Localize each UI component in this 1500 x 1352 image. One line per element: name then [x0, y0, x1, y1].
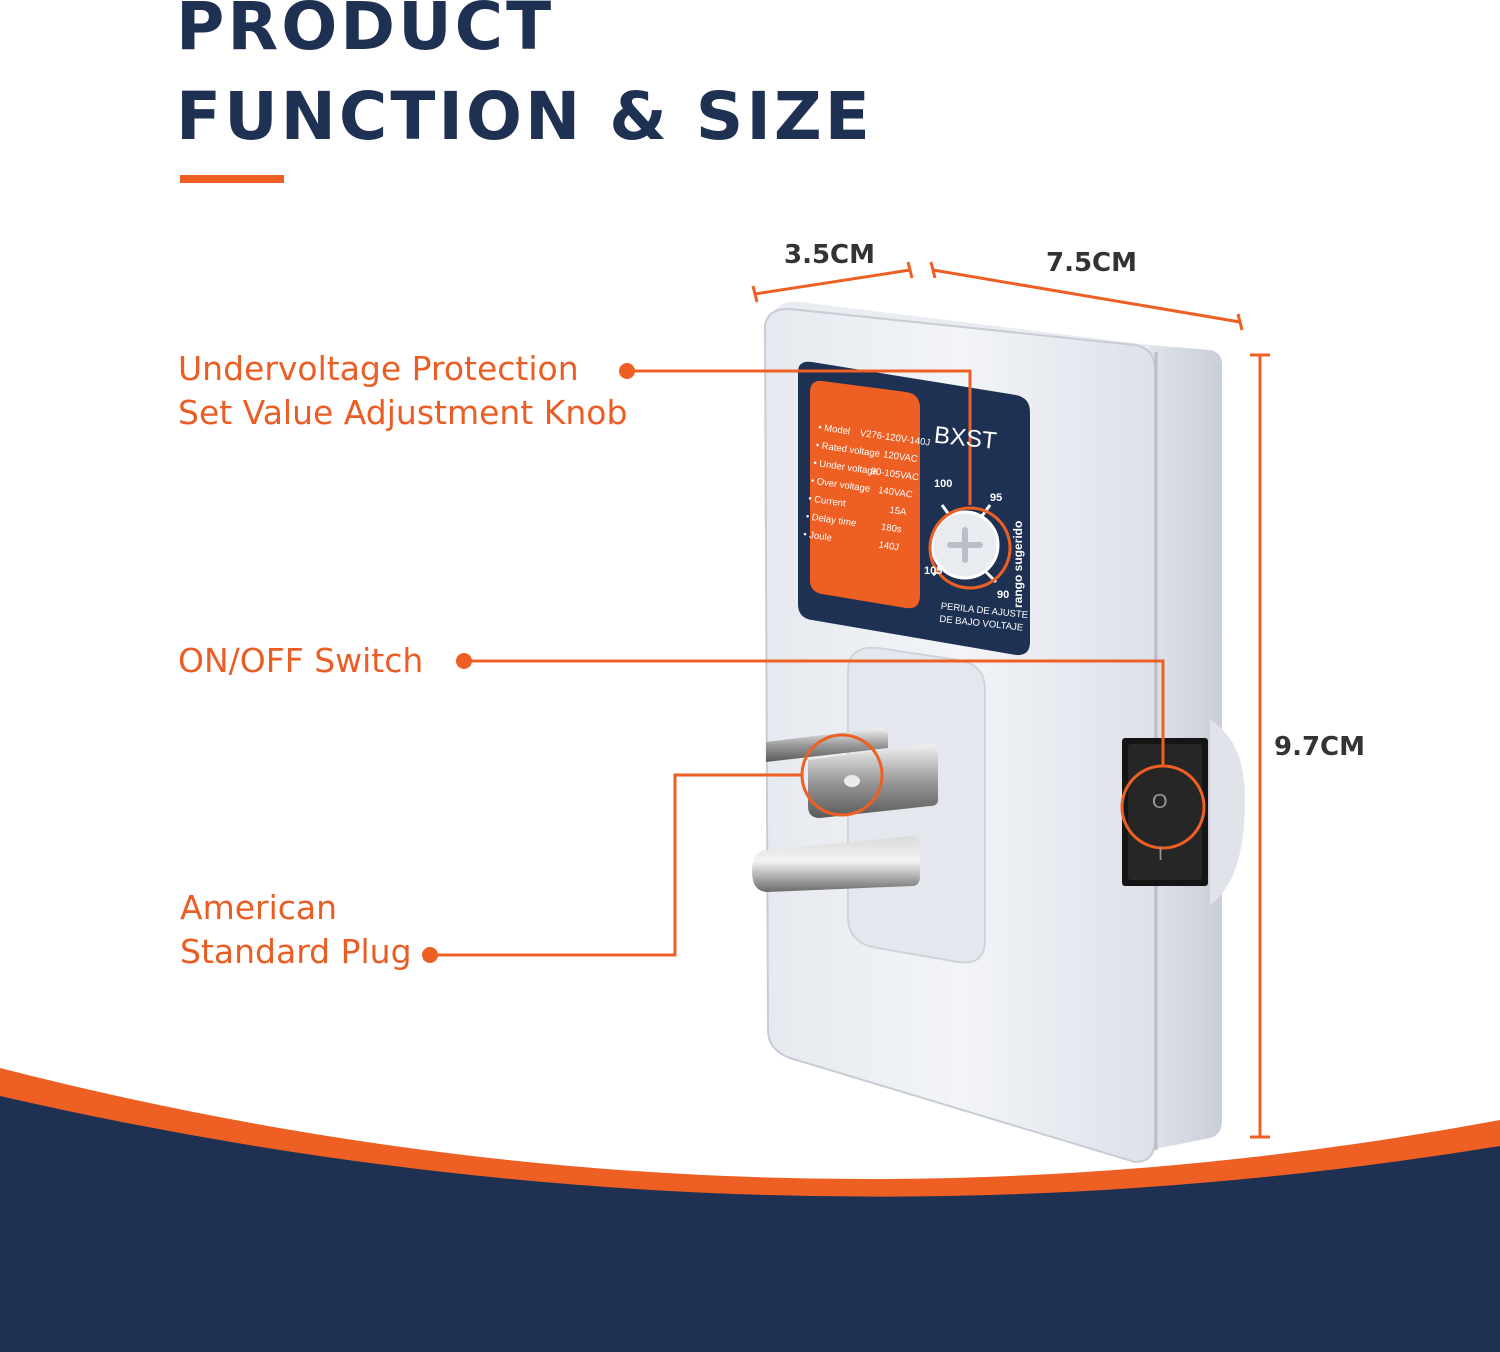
callout-switch: ON/OFF Switch: [178, 641, 424, 680]
spec-value-1: 120VAC: [882, 449, 918, 465]
spec-name-3: • Over voltage: [810, 476, 871, 495]
leader-knob: [627, 369, 972, 505]
knob-highlight-ring: [928, 506, 1012, 590]
dimension-height-label: 9.7CM: [1274, 732, 1366, 762]
callout-knob: Undervoltage Protection Set Value Adjust…: [178, 347, 627, 435]
spec-value-6: 140J: [878, 540, 900, 554]
dial-mark-100: 100: [934, 478, 952, 490]
title-underline: [180, 175, 284, 183]
callout-plug-line2: Standard Plug: [180, 932, 412, 971]
dial-mark-90: 90: [997, 589, 1009, 601]
leader-plug: [430, 773, 802, 957]
spec-name-6: • Joule: [803, 529, 833, 544]
dial-mark-95: 95: [990, 492, 1002, 504]
callout-plug: American Standard Plug: [180, 886, 412, 974]
dial-mark-105: 105: [924, 565, 942, 577]
callout-knob-line1: Undervoltage Protection: [178, 349, 579, 388]
dim-line-depth: [754, 268, 911, 296]
flat-prong-lower: [808, 744, 938, 818]
switch-off-symbol: I: [1158, 844, 1163, 864]
spec-name-4: • Current: [808, 493, 847, 509]
brand-logo: BXST: [933, 422, 999, 455]
flat-prong-upper: [766, 728, 888, 762]
page-title-line2: FUNCTION & SIZE: [176, 78, 873, 155]
spec-name-1: • Rated voltage: [815, 440, 880, 460]
dimension-width-label: 7.5CM: [1046, 248, 1138, 278]
spec-panel: [810, 380, 920, 609]
side-vertical-text: rango sugerido: [1011, 521, 1025, 608]
page-title-line1: PRODUCT: [176, 0, 555, 65]
leader-switch: [464, 659, 1165, 766]
spec-name-2: • Under voltage: [813, 458, 879, 478]
spec-value-3: 140VAC: [877, 485, 913, 501]
dim-line-width: [932, 268, 1241, 324]
spec-value-0: V276-120V-140J: [859, 428, 931, 449]
spec-name-0: • Model: [818, 422, 851, 437]
bottom-wave-navy: [0, 1096, 1500, 1352]
ground-pin: [752, 836, 920, 892]
spec-value-4: 15A: [889, 505, 908, 518]
callout-knob-line2: Set Value Adjustment Knob: [178, 393, 628, 432]
switch-on-symbol: O: [1152, 791, 1168, 813]
dimension-depth-label: 3.5CM: [784, 240, 876, 270]
callout-plug-line1: American: [180, 888, 338, 927]
spec-value-5: 180s: [880, 522, 902, 536]
spec-name-5: • Delay time: [805, 511, 857, 529]
spec-value-2: 90-105VAC: [870, 466, 920, 484]
